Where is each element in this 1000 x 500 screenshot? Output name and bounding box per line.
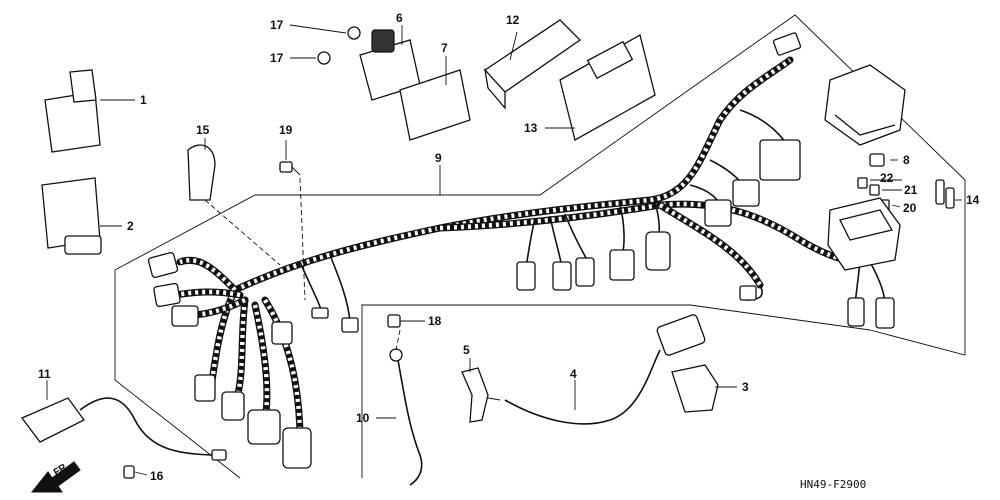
part-16-bolt [123, 465, 135, 479]
diagram-code: HN49-F2900 [800, 478, 866, 491]
callout-7: 7 [441, 41, 448, 55]
part-10-ground-cable [389, 348, 423, 486]
front-arrow [30, 461, 81, 493]
callout-10: 10 [356, 411, 370, 425]
callout-21: 21 [904, 183, 918, 197]
part-11-sensor [20, 397, 227, 461]
callout-17-upper: 17 [270, 18, 284, 32]
callout-6: 6 [396, 11, 403, 25]
callout-13: 13 [524, 121, 538, 135]
callout-16: 16 [150, 469, 164, 483]
callout-4: 4 [570, 367, 577, 381]
part-box-top-right [824, 64, 906, 146]
part-4-cable [504, 314, 706, 425]
part-1-relay [44, 69, 101, 153]
harness-boundary [114, 14, 966, 479]
callout-14: 14 [966, 193, 980, 207]
harness-connectors [147, 32, 895, 469]
part-13-control-module [559, 34, 656, 141]
callout-1: 1 [140, 93, 147, 107]
part-8-fuse [869, 153, 885, 167]
part-19-bolt [279, 161, 301, 176]
callout-labels: 1 2 3 4 5 6 7 8 9 10 11 12 13 14 15 16 1… [38, 11, 980, 483]
callout-17-lower: 17 [270, 51, 284, 65]
part-2-relay [41, 177, 102, 255]
part-12-cover [483, 19, 582, 110]
callout-20: 20 [903, 201, 917, 215]
part-3-cap [671, 364, 719, 413]
part-17-nuts [317, 26, 361, 65]
callout-3: 3 [742, 380, 749, 394]
callout-8: 8 [903, 153, 910, 167]
part-14-clip [935, 179, 955, 209]
part-7-plate [399, 69, 471, 141]
part-15-bracket [187, 144, 216, 201]
callout-5: 5 [463, 343, 470, 357]
fuse-box [827, 197, 901, 271]
callout-18: 18 [428, 314, 442, 328]
callout-15: 15 [196, 123, 210, 137]
callout-2: 2 [127, 219, 134, 233]
callout-9: 9 [435, 151, 442, 165]
callout-19: 19 [279, 123, 293, 137]
part-5-plug-cap [461, 367, 501, 423]
leader-lines [46, 24, 962, 476]
main-wire-harness [171, 56, 886, 444]
callout-22: 22 [880, 171, 894, 185]
callout-11: 11 [38, 367, 51, 381]
callout-12: 12 [506, 13, 520, 27]
